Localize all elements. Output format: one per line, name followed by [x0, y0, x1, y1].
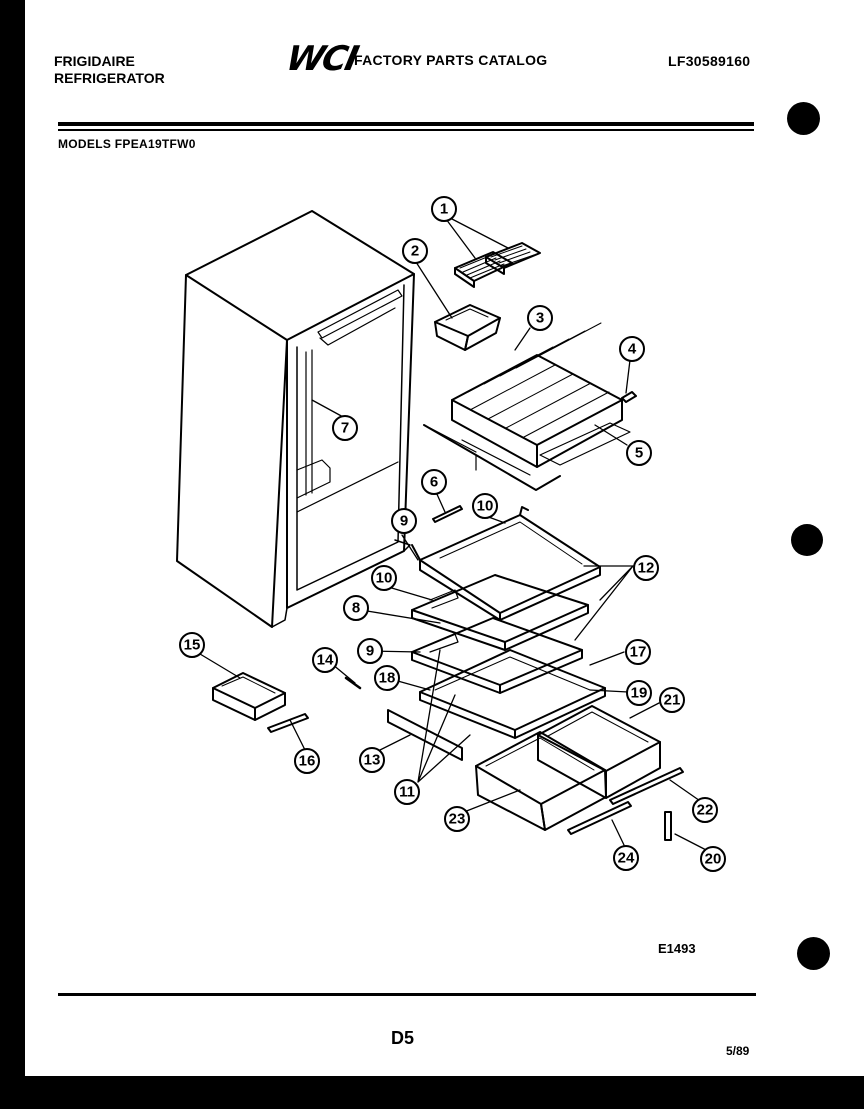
punch-hole	[787, 102, 820, 135]
header-rule-thick	[58, 122, 754, 126]
meat-drawer-illustration	[212, 672, 286, 721]
callout-4: 4	[628, 341, 637, 358]
callout-22-circle	[692, 797, 718, 823]
glass-shelf-upper-illustration	[411, 506, 601, 621]
callout-22: 22	[697, 802, 714, 819]
callout-17-circle	[625, 639, 651, 665]
callout-bubbles	[179, 196, 726, 872]
callout-16-circle	[294, 748, 320, 774]
bracket-20-illustration	[664, 811, 672, 841]
callout-9b-circle	[357, 638, 383, 664]
leader-lines	[199, 218, 713, 854]
callout-17: 17	[630, 644, 647, 661]
callout-23-circle	[444, 806, 470, 832]
models-label: MODELS FPEA19TFW0	[58, 137, 196, 151]
product-name: REFRIGERATOR	[54, 70, 165, 86]
callout-15: 15	[184, 637, 201, 654]
callout-8-circle	[343, 595, 369, 621]
callout-19-circle	[626, 680, 652, 706]
callout-7: 7	[341, 420, 349, 437]
page-code: D5	[391, 1028, 415, 1048]
crisper-left-illustration	[475, 731, 607, 831]
callout-12-circle	[633, 555, 659, 581]
screw-14-illustration	[344, 676, 362, 690]
rail-illustration	[432, 505, 463, 523]
callout-24-circle	[613, 845, 639, 871]
callout-13: 13	[364, 752, 381, 769]
rail-22-illustration	[609, 767, 684, 805]
illustration-code: E1493	[658, 941, 696, 956]
callout-1: 1	[440, 201, 448, 218]
callout-14-circle	[312, 647, 338, 673]
callout-6-circle	[421, 469, 447, 495]
header-rule-thin	[58, 129, 754, 131]
callout-4-circle	[619, 336, 645, 362]
callout-10b-circle	[371, 565, 397, 591]
callout-10b: 10	[376, 570, 393, 587]
glass-shelf-middle-illustration	[411, 574, 589, 651]
callout-3: 3	[536, 310, 544, 327]
crisper-cover-illustration	[419, 649, 606, 739]
callout-9a-circle	[391, 508, 417, 534]
callout-16: 16	[299, 753, 316, 770]
clip-illustration	[621, 391, 637, 403]
rail-24-illustration	[567, 801, 632, 835]
catalog-number: LF30589160	[668, 53, 751, 69]
callout-9a: 9	[400, 513, 408, 530]
callout-21-circle	[659, 687, 685, 713]
callout-18: 18	[379, 670, 396, 687]
callout-11-circle	[394, 779, 420, 805]
footer-rule	[58, 993, 756, 996]
callout-23: 23	[449, 811, 466, 828]
callout-5-circle	[626, 440, 652, 466]
callout-20: 20	[705, 851, 722, 868]
callout-10a: 10	[477, 498, 494, 515]
callout-2-circle	[402, 238, 428, 264]
scan-edge-left	[0, 0, 25, 1109]
ice-trays-illustration	[454, 242, 541, 288]
callout-12: 12	[638, 560, 655, 577]
catalog-title: FACTORY PARTS CATALOG	[354, 52, 548, 68]
callout-7-circle	[332, 415, 358, 441]
callout-9b: 9	[366, 643, 374, 660]
punch-hole	[791, 524, 823, 556]
callout-20-circle	[700, 846, 726, 872]
callout-6: 6	[430, 474, 438, 491]
brand-name: FRIGIDAIRE	[54, 53, 135, 69]
callout-18-circle	[374, 665, 400, 691]
callout-13-circle	[359, 747, 385, 773]
callout-3-circle	[527, 305, 553, 331]
callout-8: 8	[352, 600, 360, 617]
callout-2: 2	[411, 243, 419, 260]
callout-11: 11	[399, 784, 415, 801]
callout-5: 5	[635, 445, 643, 462]
freezer-shelf-illustration	[423, 322, 631, 491]
callout-21: 21	[664, 692, 681, 709]
rail-16-illustration	[267, 713, 309, 733]
callout-15-circle	[179, 632, 205, 658]
callout-24: 24	[618, 850, 635, 867]
scan-edge-bottom	[25, 1076, 864, 1109]
ice-bin-illustration	[434, 304, 501, 351]
cabinet-illustration	[176, 210, 415, 628]
callout-14: 14	[317, 652, 334, 669]
callout-10a-circle	[472, 493, 498, 519]
callout-19: 19	[631, 685, 648, 702]
punch-hole	[797, 937, 830, 970]
callout-1-circle	[431, 196, 457, 222]
date-code: 5/89	[726, 1044, 750, 1058]
